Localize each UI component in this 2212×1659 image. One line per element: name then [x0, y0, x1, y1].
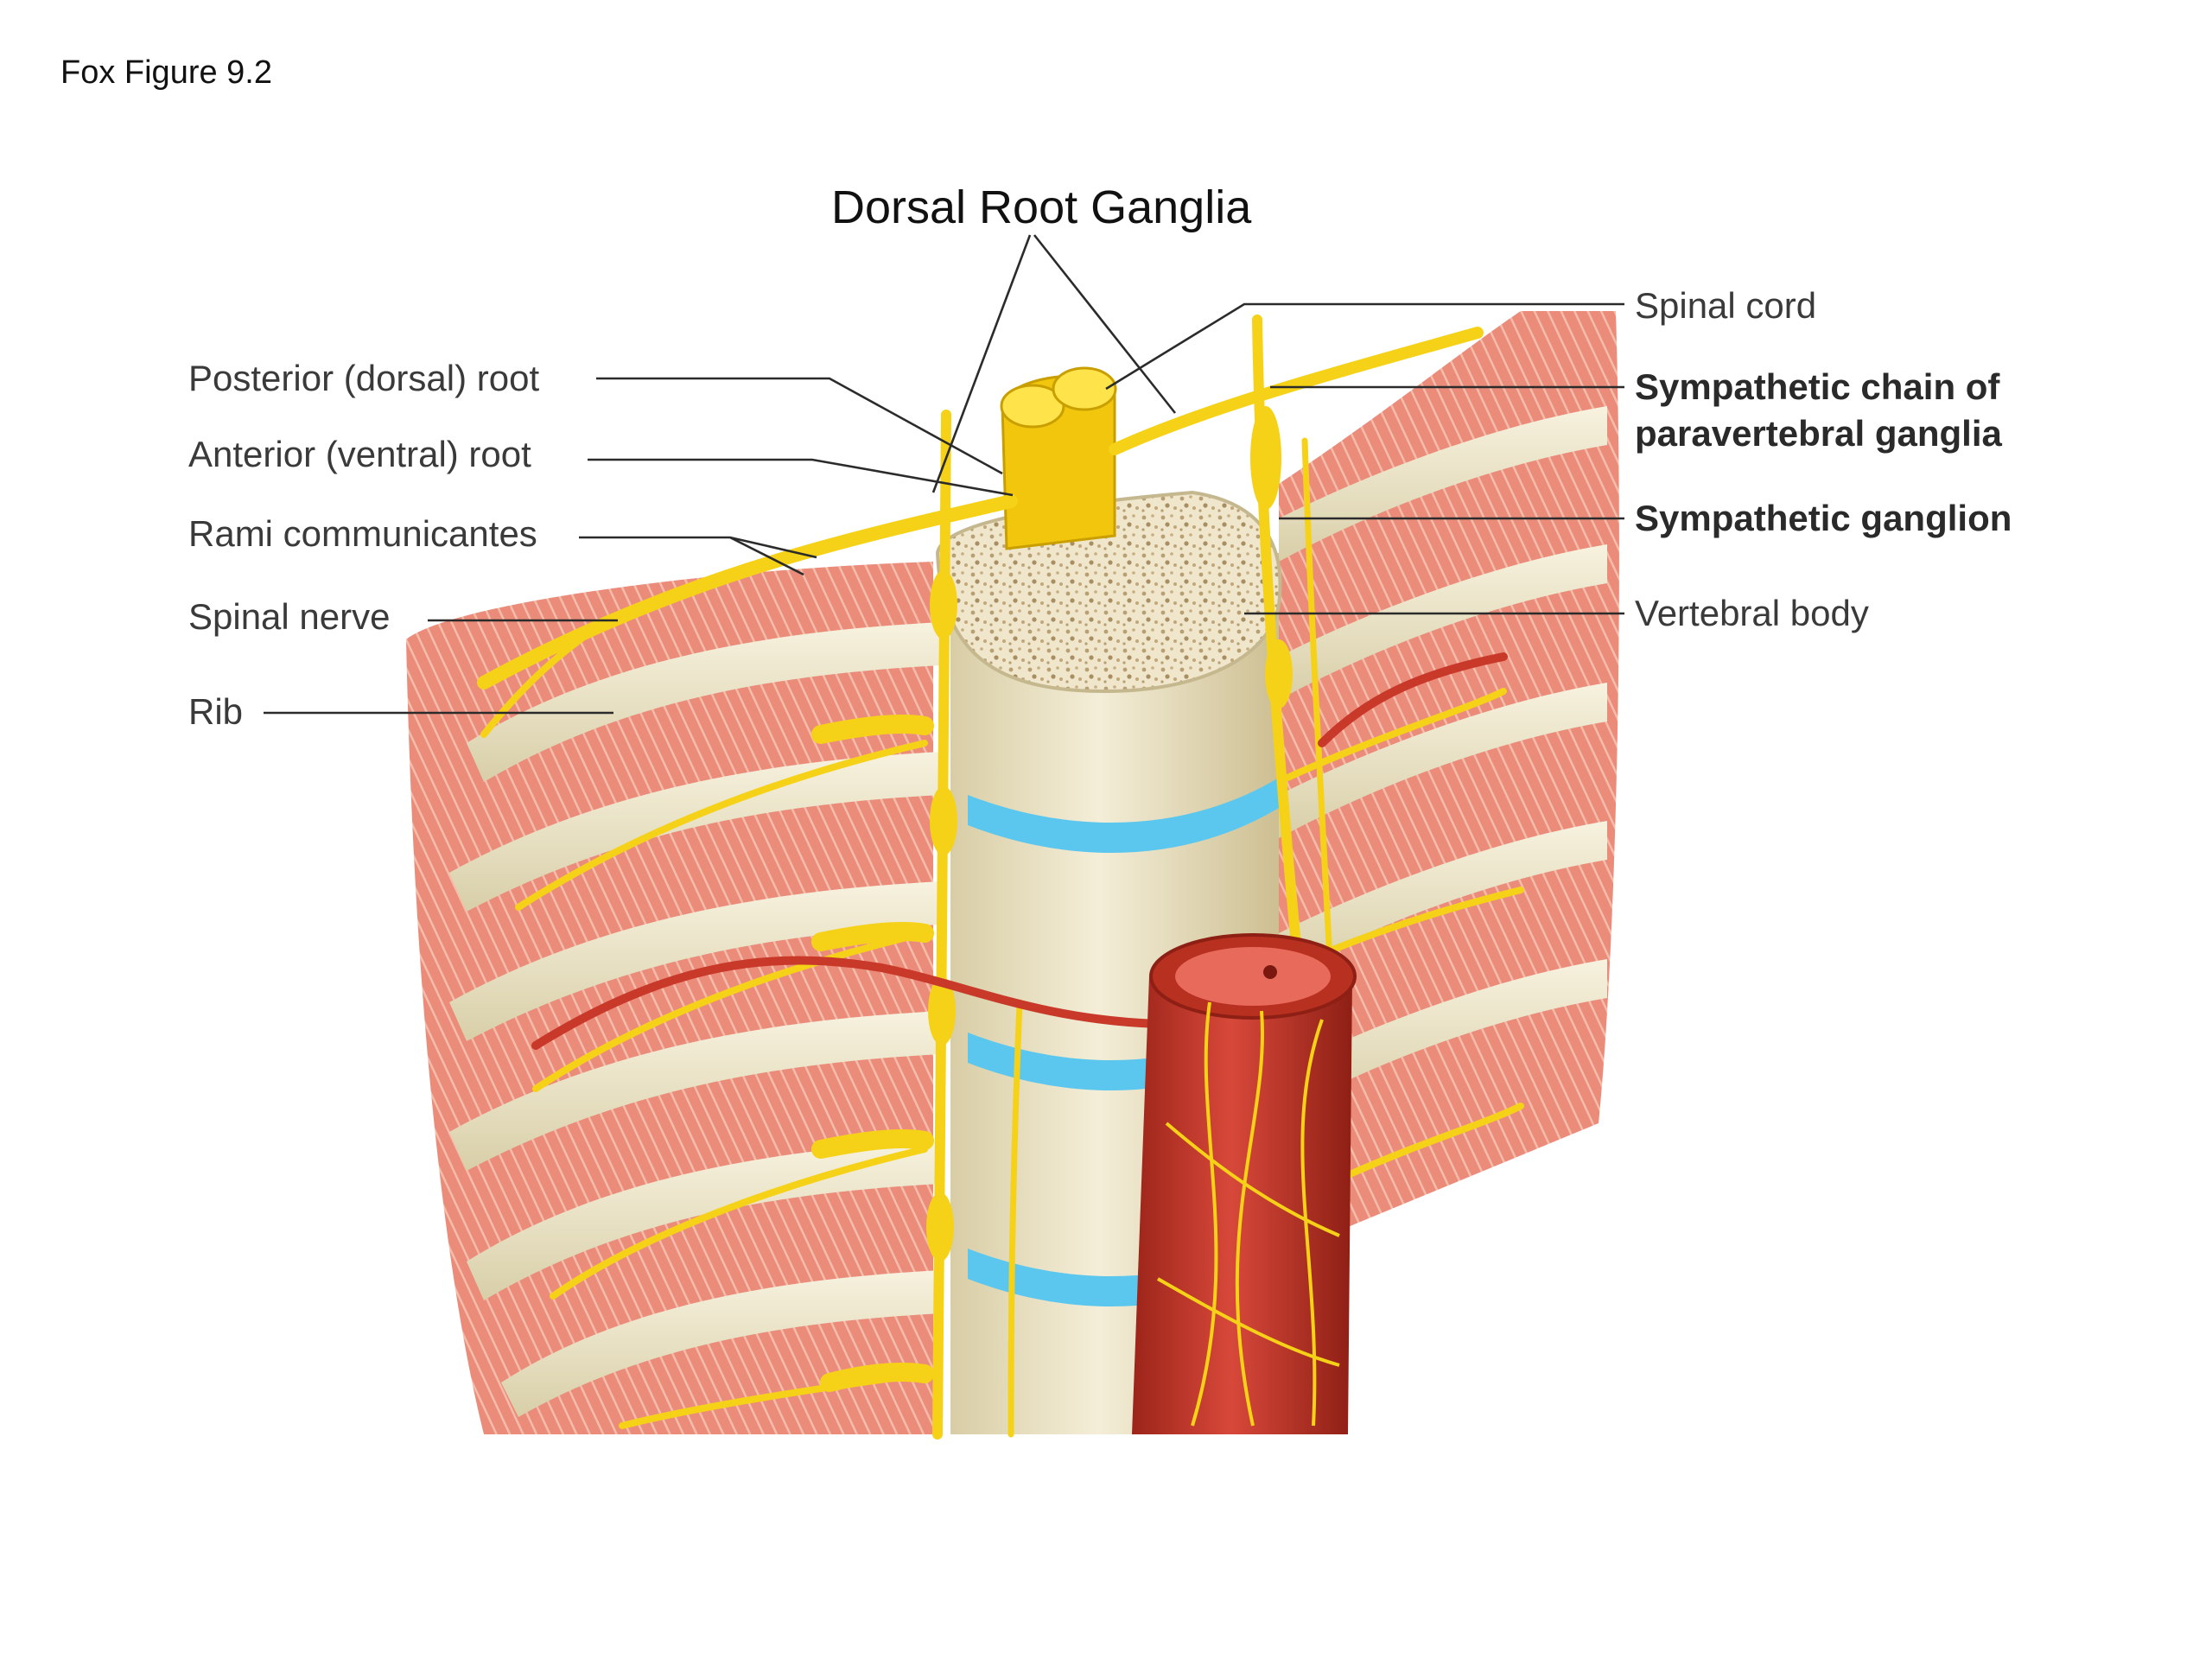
label-rami-communicantes: Rami communicantes	[188, 513, 537, 554]
figure-caption: Fox Figure 9.2	[60, 54, 272, 91]
label-sympathetic-ganglion: Sympathetic ganglion	[1635, 498, 2012, 538]
label-vertebral-body: Vertebral body	[1635, 593, 1869, 633]
label-spinal-nerve: Spinal nerve	[188, 596, 390, 637]
diagram-heading: Dorsal Root Ganglia	[831, 181, 1252, 233]
ribs-left	[449, 622, 942, 1417]
intercostal-artery	[531, 652, 1508, 1050]
label-anterior-root: Anterior (ventral) root	[188, 434, 531, 474]
labels: Posterior (dorsal) root Anterior (ventra…	[188, 285, 2012, 732]
sympathetic-ganglia-swellings	[926, 406, 1293, 1262]
label-spinal-cord: Spinal cord	[1635, 285, 1816, 326]
label-sympathetic-chain-line2: paravertebral ganglia	[1635, 413, 2002, 454]
label-rib: Rib	[188, 691, 243, 732]
spinal-nerves	[477, 327, 1524, 1429]
illustration	[406, 311, 1619, 1440]
label-posterior-root: Posterior (dorsal) root	[188, 358, 539, 398]
aorta	[1132, 933, 1357, 1434]
label-sympathetic-chain-line1: Sympathetic chain of	[1635, 366, 2000, 407]
leader-lines	[264, 234, 1624, 715]
spinal-cord	[1000, 366, 1117, 550]
ribs-right	[1279, 406, 1607, 1115]
